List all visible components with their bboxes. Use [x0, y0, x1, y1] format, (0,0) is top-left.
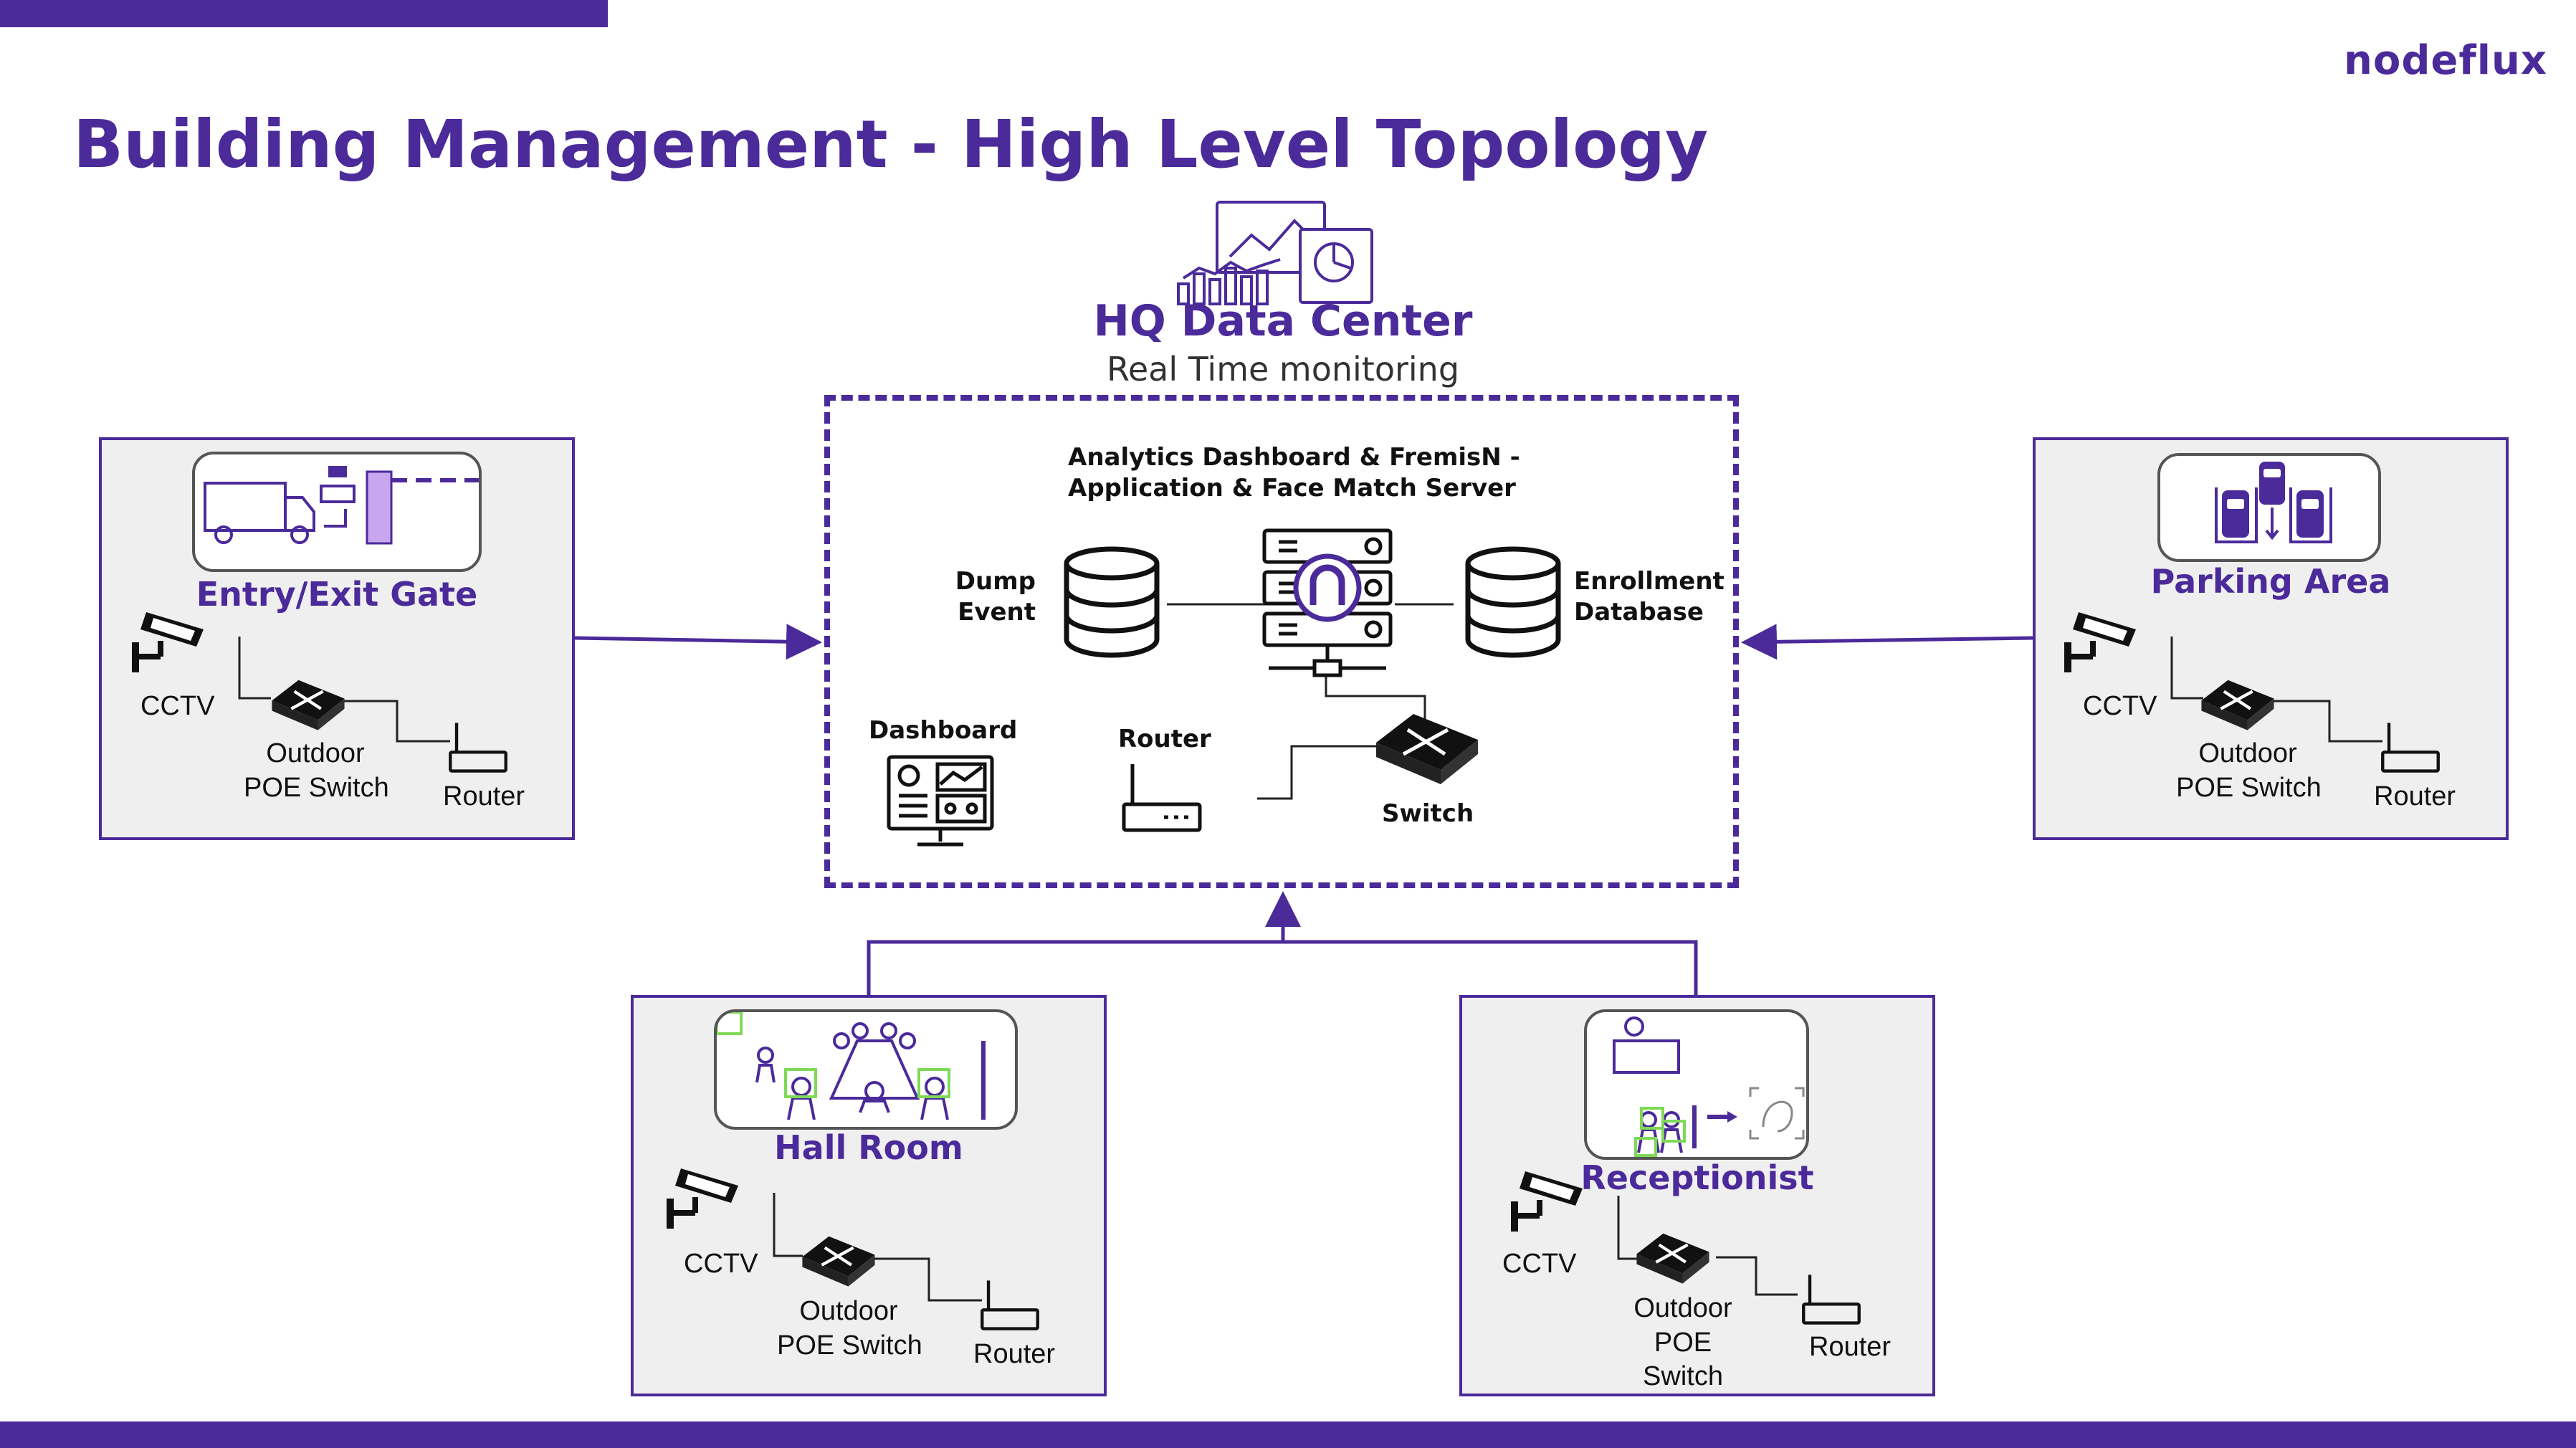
reception-face-icon — [1613, 1016, 1805, 1157]
reception-switch-label: Outdoor POE Switch — [1611, 1292, 1755, 1394]
entry-router-icon — [449, 723, 507, 773]
hq-subtitle: Real Time monitoring — [1106, 350, 1460, 389]
hall-switch-icon — [802, 1236, 875, 1287]
entry-to-hq-arrow — [574, 624, 822, 660]
parking-to-hq-arrow — [1741, 624, 2033, 660]
hall-reception-connector — [867, 940, 1698, 995]
dump-event-label: Dump Event — [939, 566, 1036, 627]
parking-switch-line2: POE Switch — [2176, 772, 2322, 803]
hall-cctv-label: CCTV — [684, 1249, 758, 1279]
hall-switch-label: Outdoor POE Switch — [777, 1295, 922, 1363]
parking-router-icon — [2381, 723, 2440, 773]
hall-switch-line2: POE Switch — [777, 1330, 922, 1361]
hq-router-label: Router — [1118, 725, 1211, 753]
page-title: Building Management - High Level Topolog… — [73, 106, 1709, 183]
parking-router-label: Router — [2374, 781, 2456, 811]
hq-data-center-box — [824, 395, 1739, 888]
application-server-icon — [1262, 528, 1393, 677]
hq-router-icon — [1122, 764, 1202, 832]
hall-room-title: Hall Room — [774, 1128, 963, 1167]
entry-switch-label: Outdoor POE Switch — [244, 737, 389, 805]
entry-gate-pictogram — [192, 452, 482, 572]
reception-cctv-icon — [1511, 1171, 1583, 1232]
dashboard-icon — [887, 755, 994, 847]
parking-switch-icon — [2201, 680, 2274, 730]
enrollment-database-icon — [1465, 546, 1561, 658]
dashboard-label: Dashboard — [869, 716, 1018, 745]
dump-event-line2: Event — [958, 597, 1036, 627]
server-label-line1: Analytics Dashboard & FremisN - — [1068, 443, 1520, 472]
reception-router-icon — [1802, 1275, 1861, 1325]
reception-switch-line3: Switch — [1643, 1361, 1723, 1391]
parking-switch-line1: Outdoor — [2198, 738, 2297, 768]
parking-cctv-label: CCTV — [2083, 691, 2157, 721]
entry-switch-line2: POE Switch — [244, 772, 389, 803]
entry-gate-title: Entry/Exit Gate — [196, 575, 478, 614]
hall-router-label: Router — [973, 1339, 1056, 1369]
parking-switch-label: Outdoor POE Switch — [2176, 737, 2322, 805]
server-label: Analytics Dashboard & FremisN - Applicat… — [1068, 442, 1520, 503]
top-accent-bar — [0, 0, 608, 27]
parking-cctv-icon — [2064, 612, 2136, 672]
hall-equipment-links — [773, 1193, 982, 1302]
hq-switch-icon — [1376, 714, 1478, 784]
hq-internal-links — [1167, 603, 1454, 800]
hall-cctv-icon — [667, 1168, 738, 1229]
entry-equipment-links — [238, 637, 450, 743]
server-label-line2: Application & Face Match Server — [1068, 473, 1516, 502]
reception-switch-icon — [1636, 1233, 1709, 1284]
reception-cctv-label: CCTV — [1502, 1249, 1577, 1279]
entry-cctv-label: CCTV — [140, 691, 215, 721]
hall-room-pictogram — [714, 1009, 1018, 1130]
hall-router-icon — [981, 1280, 1039, 1330]
bottom-accent-bar — [0, 1421, 2576, 1448]
parking-equipment-links — [2170, 637, 2382, 743]
parking-area-title: Parking Area — [2150, 562, 2391, 601]
receptionist-title: Receptionist — [1580, 1158, 1814, 1197]
parking-pictogram — [2157, 453, 2381, 562]
nodeflux-logo: nodeflux — [2344, 37, 2547, 84]
reception-router-label: Router — [1809, 1332, 1892, 1362]
dump-event-database-icon — [1064, 546, 1160, 658]
dump-event-line1: Dump — [955, 567, 1036, 596]
reception-switch-line1: Outdoor — [1633, 1293, 1732, 1323]
truck-gate-icon — [204, 466, 479, 545]
hall-switch-line1: Outdoor — [799, 1296, 898, 1326]
enrollment-database-label: Enrollment Database — [1574, 566, 1725, 627]
analytics-monitor-icon — [1177, 201, 1373, 305]
parking-cars-icon — [2215, 462, 2332, 543]
meeting-room-icon — [717, 1012, 986, 1120]
entry-switch-icon — [272, 680, 345, 730]
receptionist-pictogram — [1584, 1009, 1809, 1160]
enrollment-line1: Enrollment — [1574, 567, 1725, 596]
entry-switch-line1: Outdoor — [266, 738, 365, 768]
entry-cctv-icon — [132, 612, 204, 672]
enrollment-line2: Database — [1574, 597, 1704, 627]
hq-title: HQ Data Center — [1093, 296, 1473, 346]
entry-router-label: Router — [443, 781, 525, 811]
reception-switch-line2: POE — [1654, 1327, 1712, 1358]
hq-switch-label: Switch — [1382, 799, 1474, 828]
